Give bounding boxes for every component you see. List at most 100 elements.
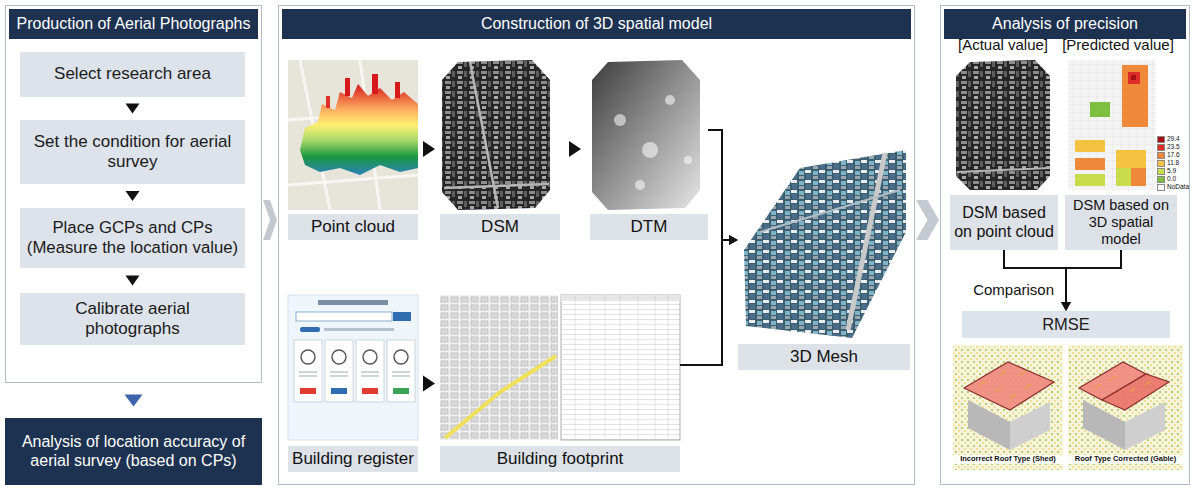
roof-gable-image-part bbox=[1068, 345, 1183, 470]
image-caption-band: 3D Mesh bbox=[738, 344, 910, 370]
image-caption-band: DTM bbox=[590, 214, 708, 240]
chevron-arrow bbox=[263, 200, 277, 240]
building-register-image-part bbox=[387, 340, 415, 402]
node-text: Set the condition for aerial survey bbox=[26, 132, 239, 172]
point-cloud-image-part bbox=[288, 60, 418, 210]
legend-text: 5.9 bbox=[1167, 168, 1176, 175]
dtm-image-part bbox=[614, 114, 626, 126]
arrowhead bbox=[1061, 302, 1071, 311]
legend-text: 0.0 bbox=[1167, 176, 1176, 183]
building-footprint-image-part bbox=[440, 295, 558, 440]
edge-label: Comparison bbox=[971, 281, 1056, 298]
connector bbox=[916, 200, 939, 240]
process-box: Set the condition for aerial survey bbox=[20, 120, 245, 184]
node-text: Calibrate aerial photographs bbox=[26, 299, 239, 339]
result-box: Analysis of location accuracy of aerial … bbox=[5, 418, 262, 485]
arrowhead bbox=[126, 191, 140, 201]
arrowhead bbox=[423, 376, 435, 392]
column-heading: [Actual value] bbox=[958, 36, 1048, 53]
legend-text: 17.6 bbox=[1167, 152, 1180, 159]
legend-item: 23.5 bbox=[1157, 143, 1189, 151]
node-text: Select research area bbox=[26, 64, 239, 84]
building-register-image-part bbox=[332, 350, 346, 364]
connector bbox=[569, 141, 581, 157]
roof-shed-image-part bbox=[964, 362, 1054, 410]
dtm-image bbox=[592, 60, 700, 210]
image-node: Building register bbox=[288, 295, 418, 472]
building-register-image-part bbox=[288, 295, 418, 440]
connector bbox=[126, 104, 140, 114]
building-register-image-part bbox=[300, 327, 320, 332]
roof-gable-image-part bbox=[1125, 402, 1165, 450]
building-footprint-image-part bbox=[445, 356, 556, 438]
predicted-dsm-image-part bbox=[1131, 168, 1146, 186]
process-box: Select research area bbox=[20, 52, 245, 97]
panel: Analysis of precisionDSM based on point … bbox=[940, 5, 1190, 485]
process-box: Place GCPs and CPs (Measure the location… bbox=[20, 208, 245, 268]
building-register-image-part bbox=[356, 340, 384, 402]
roof-shed-image-part bbox=[1010, 402, 1050, 450]
connector-line bbox=[708, 130, 729, 240]
legend-item: NoData bbox=[1157, 183, 1189, 191]
legend-swatch bbox=[1157, 168, 1165, 175]
roof-shed-image-part bbox=[980, 371, 1031, 398]
panel-header: Construction of 3D spatial model bbox=[282, 9, 911, 39]
building-register-image bbox=[288, 295, 418, 440]
node-text: Production of Aerial Photographs bbox=[15, 15, 252, 34]
building-register-image-part bbox=[393, 312, 411, 321]
point-cloud-image-part bbox=[300, 84, 418, 175]
connector bbox=[708, 130, 738, 245]
node-text: Analysis of precision bbox=[950, 15, 1180, 34]
roof-gable-image bbox=[1068, 345, 1183, 470]
point-cloud-image-part bbox=[326, 96, 330, 108]
building-register-image-part bbox=[300, 388, 316, 394]
predicted-dsm-image-part bbox=[1116, 168, 1131, 186]
column-heading: [Predicted value] bbox=[1062, 36, 1174, 53]
building-register-image-part bbox=[318, 300, 388, 305]
building-footprint-image-part bbox=[561, 295, 680, 301]
legend-item: 17.6 bbox=[1157, 151, 1189, 159]
connector-line bbox=[680, 240, 729, 365]
legend-swatch bbox=[1157, 176, 1165, 183]
node-text: DTM bbox=[594, 217, 704, 237]
actual-dsm-image bbox=[956, 60, 1050, 190]
node-text: RMSE bbox=[968, 315, 1164, 334]
legend-text: 29.4 bbox=[1167, 136, 1180, 143]
legend-swatch bbox=[1157, 136, 1165, 143]
node-text: Analysis of location accuracy of aerial … bbox=[13, 433, 254, 471]
legend-text: NoData bbox=[1167, 184, 1189, 191]
panel-header: Analysis of precision bbox=[944, 9, 1186, 39]
image-caption-band: DSM bbox=[440, 214, 560, 240]
chevron-arrow bbox=[916, 200, 939, 240]
connector bbox=[125, 395, 143, 407]
image-caption-band: Building register bbox=[288, 446, 418, 472]
connector-line bbox=[1066, 250, 1121, 302]
arrowhead bbox=[729, 235, 738, 245]
node-text: DSM based on point cloud bbox=[954, 204, 1054, 242]
building-footprint-image bbox=[440, 295, 680, 440]
image-caption-band: Point cloud bbox=[288, 214, 418, 240]
actual-dsm-image-part bbox=[957, 168, 1049, 172]
3d-mesh-image-part bbox=[848, 153, 885, 330]
image-node: Point cloud bbox=[288, 58, 418, 240]
connector bbox=[1061, 250, 1121, 311]
building-register-image-part bbox=[393, 388, 409, 394]
node-text: DSM bbox=[444, 217, 556, 237]
building-register-image-part bbox=[394, 350, 408, 364]
legend-swatch bbox=[1157, 144, 1165, 151]
arrowhead bbox=[729, 235, 738, 245]
predicted-dsm-image-part bbox=[1075, 174, 1105, 186]
legend-swatch bbox=[1157, 160, 1165, 167]
legend-swatch bbox=[1157, 152, 1165, 159]
legend-item: 11.8 bbox=[1157, 159, 1189, 167]
image-node: DSM based on point cloud bbox=[950, 58, 1058, 250]
dtm-image-part bbox=[684, 156, 692, 164]
connector bbox=[423, 141, 435, 157]
connector bbox=[126, 191, 140, 201]
image-caption-band: DSM based on point cloud bbox=[950, 195, 1058, 250]
node-text: Building footprint bbox=[444, 449, 676, 469]
legend-item: 29.4 bbox=[1157, 135, 1189, 143]
node-text: Point cloud bbox=[292, 217, 414, 237]
predicted-dsm-image-part bbox=[1075, 158, 1105, 170]
connector bbox=[126, 276, 140, 286]
